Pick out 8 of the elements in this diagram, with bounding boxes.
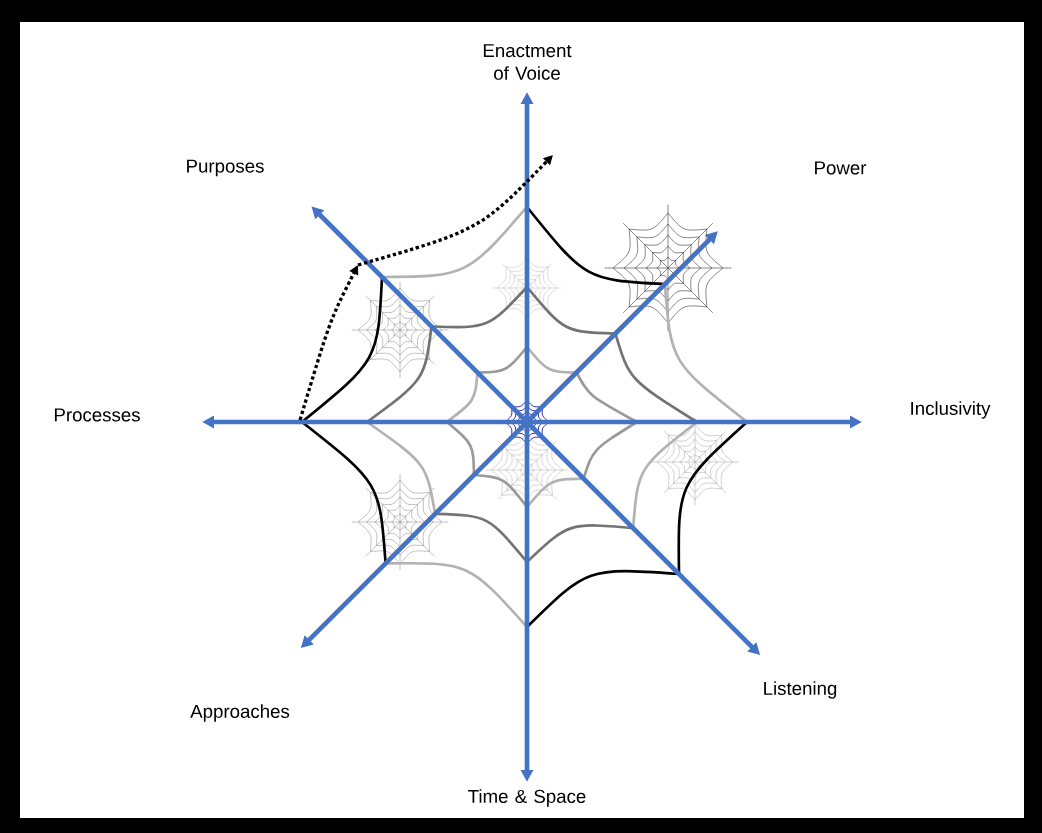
axis-label: Purposes bbox=[187, 159, 264, 177]
axis-label: Power bbox=[815, 161, 867, 175]
axis-label: Listening bbox=[764, 681, 837, 699]
axis-label: Enactment of Voice bbox=[483, 44, 572, 80]
axis-label: Time & Space bbox=[468, 789, 586, 807]
axis-label: Inclusivity bbox=[911, 401, 991, 419]
axis-label: Approaches bbox=[190, 704, 290, 722]
axis-label: Processes bbox=[54, 408, 140, 422]
